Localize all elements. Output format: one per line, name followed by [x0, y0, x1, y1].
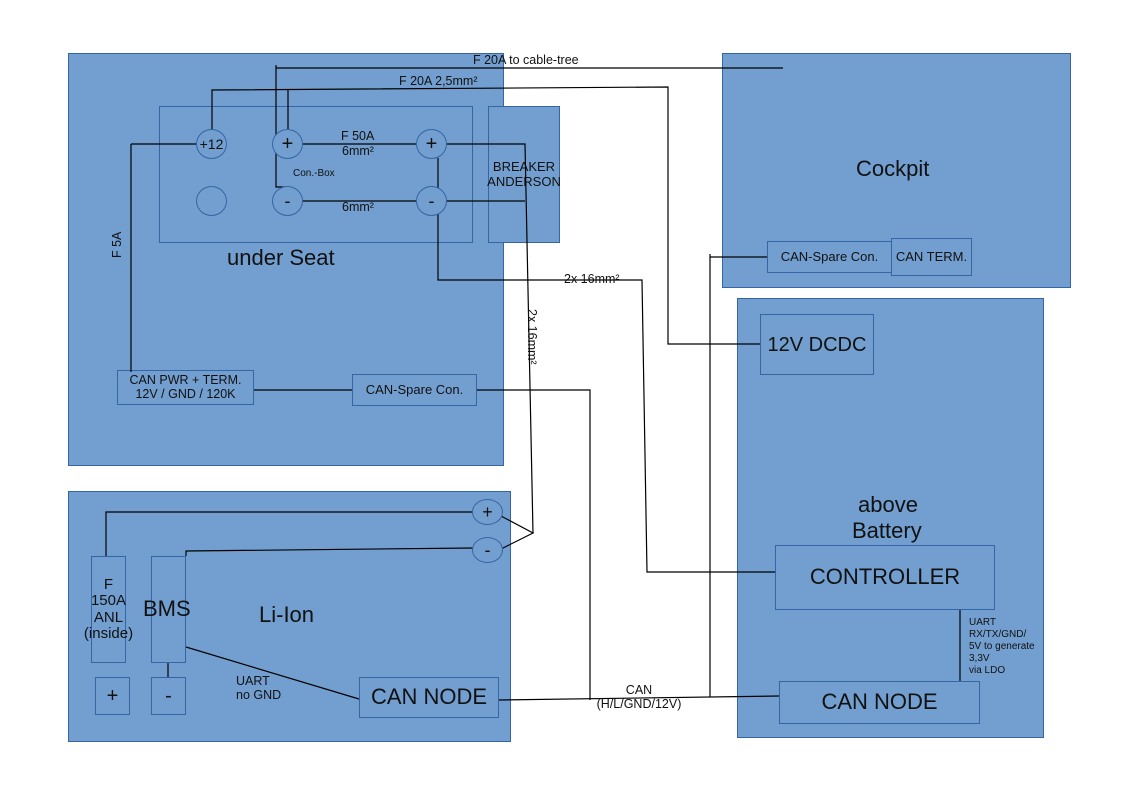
title-above-battery-2: Battery: [852, 518, 922, 543]
label-neg-6mm: 6mm²: [342, 200, 374, 214]
label-f5a: F 5A: [110, 231, 124, 258]
can-bus-line1: CAN: [625, 683, 653, 697]
title-above-battery-1: above: [858, 492, 918, 517]
terminal-plus-conbox: +: [272, 129, 303, 159]
uart-ctrl-line5: via LDO: [969, 665, 1006, 676]
can-node-liion-label: CAN NODE: [370, 684, 488, 710]
can-spare-con-cockpit: CAN-Spare Con.: [767, 241, 892, 273]
label-con-box: Con.-Box: [293, 168, 335, 179]
terminal-plus-conbox-label: +: [281, 132, 294, 155]
terminal-plus-breaker: +: [416, 129, 447, 159]
label-vert-16mm: 2x 16mm²: [525, 309, 539, 365]
terminal-minus-breaker-label: -: [428, 190, 435, 211]
terminal-minus-breaker: -: [416, 186, 447, 216]
dcdc-label: 12V DCDC: [767, 333, 867, 356]
can-term: CAN TERM.: [891, 238, 972, 276]
can-pwr-term-label-2: 12V / GND / 120K: [135, 386, 236, 401]
terminal-minus-conbox: -: [272, 186, 303, 216]
can-spare-con-seat-label: CAN-Spare Con.: [365, 381, 464, 397]
terminal-liion-plus-label: +: [482, 501, 493, 522]
can-spare-con-cockpit-label: CAN-Spare Con.: [780, 248, 879, 264]
controller: CONTROLLER: [775, 545, 995, 610]
can-node-battery: CAN NODE: [779, 681, 980, 724]
can-bus-line2: (H/L/GND/12V): [596, 696, 682, 711]
terminal-plus12-label: +12: [199, 136, 224, 152]
can-node-liion: CAN NODE: [359, 677, 499, 718]
pole-plus: +: [95, 677, 130, 715]
terminal-minus-conbox-label: -: [284, 190, 291, 211]
label-f50a-6mm: 6mm²: [342, 144, 374, 158]
breaker-label-2: ANDERSON: [487, 173, 561, 189]
can-pwr-term-label-1: CAN PWR + TERM.: [129, 372, 242, 387]
terminal-liion-plus: +: [472, 499, 503, 525]
terminal-plus-breaker-label: +: [425, 132, 438, 155]
uart-ctrl-line1: UART: [969, 617, 997, 628]
can-pwr-term: CAN PWR + TERM.12V / GND / 120K: [117, 370, 254, 405]
can-spare-con-seat: CAN-Spare Con.: [352, 374, 477, 406]
terminal-plus12: +12: [196, 129, 227, 159]
breaker-label-1: BREAKER: [492, 159, 556, 175]
fuse-label-1: F: [103, 575, 114, 593]
uart-ctrl-line4: 3,3V: [969, 653, 990, 664]
label-horiz-16mm: 2x 16mm²: [564, 272, 620, 286]
label-f50a: F 50A: [341, 129, 375, 143]
pole-plus-label: +: [106, 685, 119, 707]
can-node-battery-label: CAN NODE: [821, 689, 938, 715]
fuse-label-3: ANL: [93, 608, 124, 626]
terminal-liion-minus-label: -: [484, 539, 491, 560]
uart-ctrl-line2: RX/TX/GND/: [969, 629, 1027, 640]
bms: [151, 556, 186, 663]
label-uart-controller: UART RX/TX/GND/ 5V to generate 3,3V via …: [969, 617, 1035, 677]
bms-label: BMS: [143, 596, 191, 621]
label-f20-cable-tree: F 20A to cable-tree: [473, 53, 579, 67]
pole-minus: -: [151, 677, 186, 715]
uart-ctrl-line3: 5V to generate: [969, 641, 1035, 652]
uart-no-gnd-line2: no GND: [236, 687, 282, 702]
title-cockpit: Cockpit: [856, 156, 930, 181]
terminal-liion-minus: -: [472, 537, 503, 563]
title-li-ion: Li-Ion: [259, 602, 315, 627]
uart-no-gnd-line1: UART: [236, 674, 270, 688]
label-can-bus: CAN (H/L/GND/12V): [594, 683, 684, 712]
terminal-empty: [196, 186, 227, 216]
title-under-seat: under Seat: [227, 245, 335, 270]
pole-minus-label: -: [165, 685, 172, 707]
controller-label: CONTROLLER: [809, 564, 961, 590]
dcdc-converter: 12V DCDC: [760, 314, 874, 375]
can-term-label: CAN TERM.: [895, 248, 968, 264]
fuse-label-4: (inside): [83, 625, 134, 642]
label-uart-no-gnd: UART no GND: [236, 674, 282, 703]
fuse-label-2: 150A: [90, 592, 127, 609]
label-f20-25mm: F 20A 2,5mm²: [399, 74, 478, 88]
